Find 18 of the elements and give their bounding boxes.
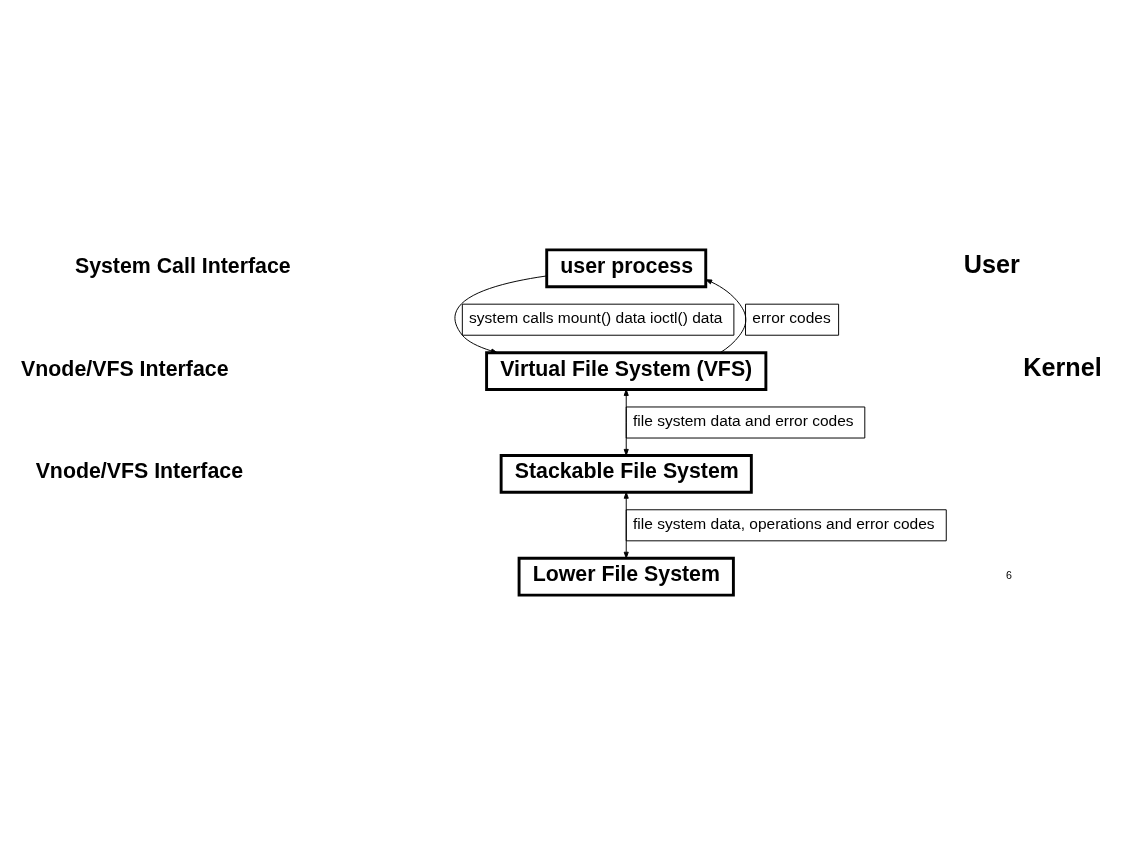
node-box: Lower File System (517, 556, 735, 597)
edge-label: file system data and error codes (633, 412, 854, 430)
arrow (454, 275, 548, 354)
arrow (623, 389, 629, 456)
node-box: Stackable File System (499, 454, 753, 494)
label: Vnode/VFS Interface (21, 356, 229, 381)
label: User (963, 250, 1020, 279)
label: System Call Interface (74, 253, 291, 278)
edge-label: system calls mount() data ioctl() data (469, 309, 723, 327)
arrow (705, 279, 747, 354)
label: Vnode/VFS Interface (35, 459, 244, 484)
label: 6 (1005, 569, 1012, 582)
node-box: user process (545, 248, 708, 289)
label: Kernel (1023, 353, 1102, 382)
node-box: Virtual File System (VFS) (485, 351, 768, 391)
arrow (623, 491, 629, 559)
edge-label: file system data, operations and error codes (633, 514, 935, 532)
edge-label: error codes (752, 309, 831, 327)
